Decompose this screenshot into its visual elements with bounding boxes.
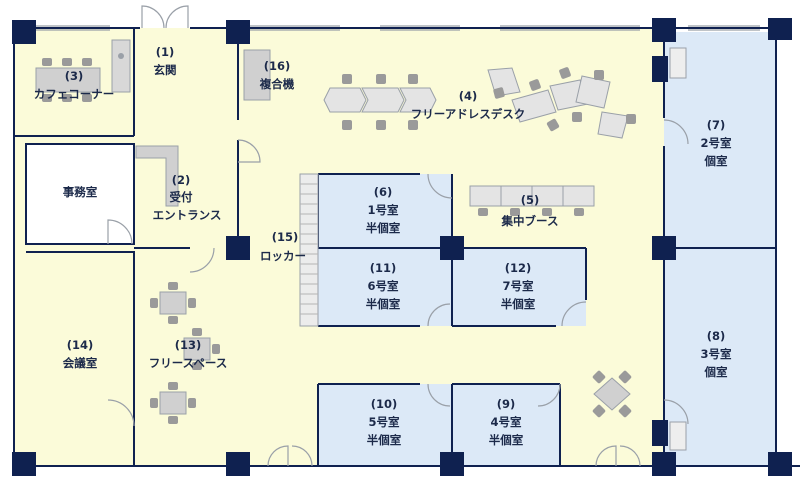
entrance-num: (1): [156, 45, 175, 59]
furniture: [35, 39, 687, 451]
room5-num: (10): [371, 397, 398, 411]
room2-type: 個室: [704, 154, 728, 168]
copier-icon: [243, 49, 271, 101]
room6-type: 半個室: [366, 297, 401, 311]
locker-unit: [299, 173, 319, 327]
cafe-name: カフェコーナー: [34, 87, 115, 101]
columns: [12, 18, 792, 476]
room7-floor: [452, 248, 586, 326]
room4-name: 4号室: [490, 415, 522, 429]
room3-cabinet: [669, 421, 687, 451]
windows: [36, 25, 760, 31]
room3-name: 3号室: [700, 347, 732, 361]
freespace-table-3: [150, 382, 196, 424]
freespace-table-2: [183, 328, 220, 370]
room6-num: (11): [370, 261, 397, 275]
booth-name: 集中ブース: [501, 214, 559, 228]
reception-num: (2): [172, 173, 191, 187]
meeting-name: 会議室: [62, 356, 98, 370]
room1-num: (6): [374, 185, 393, 199]
reception-counter: [135, 145, 179, 207]
freedesk-cluster-2: [487, 67, 636, 139]
room1-floor: [318, 174, 452, 248]
entrance-name: 玄関: [154, 63, 177, 77]
room4-type: 半個室: [489, 433, 524, 447]
sink-icon: [111, 39, 131, 93]
room4-floor: [452, 384, 560, 466]
cafe-table: [35, 67, 101, 93]
office-floor: [26, 144, 134, 244]
freedesk-num: (4): [459, 89, 478, 103]
room2-num: (7): [707, 118, 726, 132]
reception-name: 受付: [170, 190, 193, 204]
copier-name: 複合機: [259, 77, 295, 91]
room7-num: (12): [505, 261, 532, 275]
copier-num: (16): [264, 59, 291, 73]
room7-type: 半個室: [501, 297, 536, 311]
freedesk-cluster-1: [323, 74, 437, 130]
labels: (1) 玄関 (16) 複合機 (3) カフェコーナー (4) フリーアドレスデ…: [34, 45, 732, 447]
reception-name2: エントランス: [153, 208, 222, 222]
room2-cabinet: [669, 47, 687, 79]
meeting-num: (14): [67, 338, 94, 352]
room3-type: 個室: [704, 365, 728, 379]
lounge-table: [592, 370, 632, 418]
freespace-num: (13): [175, 338, 202, 352]
freedesk-name: フリーアドレスデスク: [411, 107, 526, 121]
office-name: 事務室: [63, 185, 98, 199]
freespace-name: フリースペース: [149, 356, 228, 370]
room1-name: 1号室: [367, 203, 399, 217]
doors: [107, 5, 689, 467]
locker-name: ロッカー: [260, 249, 306, 263]
room5-name: 5号室: [368, 415, 400, 429]
room7-name: 7号室: [502, 279, 534, 293]
room4-num: (9): [497, 397, 516, 411]
cafe-num: (3): [65, 69, 84, 83]
room6-floor: [318, 248, 452, 326]
booth-num: (5): [521, 193, 540, 207]
room1-type: 半個室: [366, 221, 401, 235]
locker-num: (15): [272, 230, 299, 244]
room6-name: 6号室: [367, 279, 399, 293]
room2-name: 2号室: [700, 136, 732, 150]
room5-floor: [318, 384, 452, 466]
room5-type: 半個室: [367, 433, 402, 447]
room3-num: (8): [707, 329, 726, 343]
freespace-table-1: [150, 282, 196, 324]
